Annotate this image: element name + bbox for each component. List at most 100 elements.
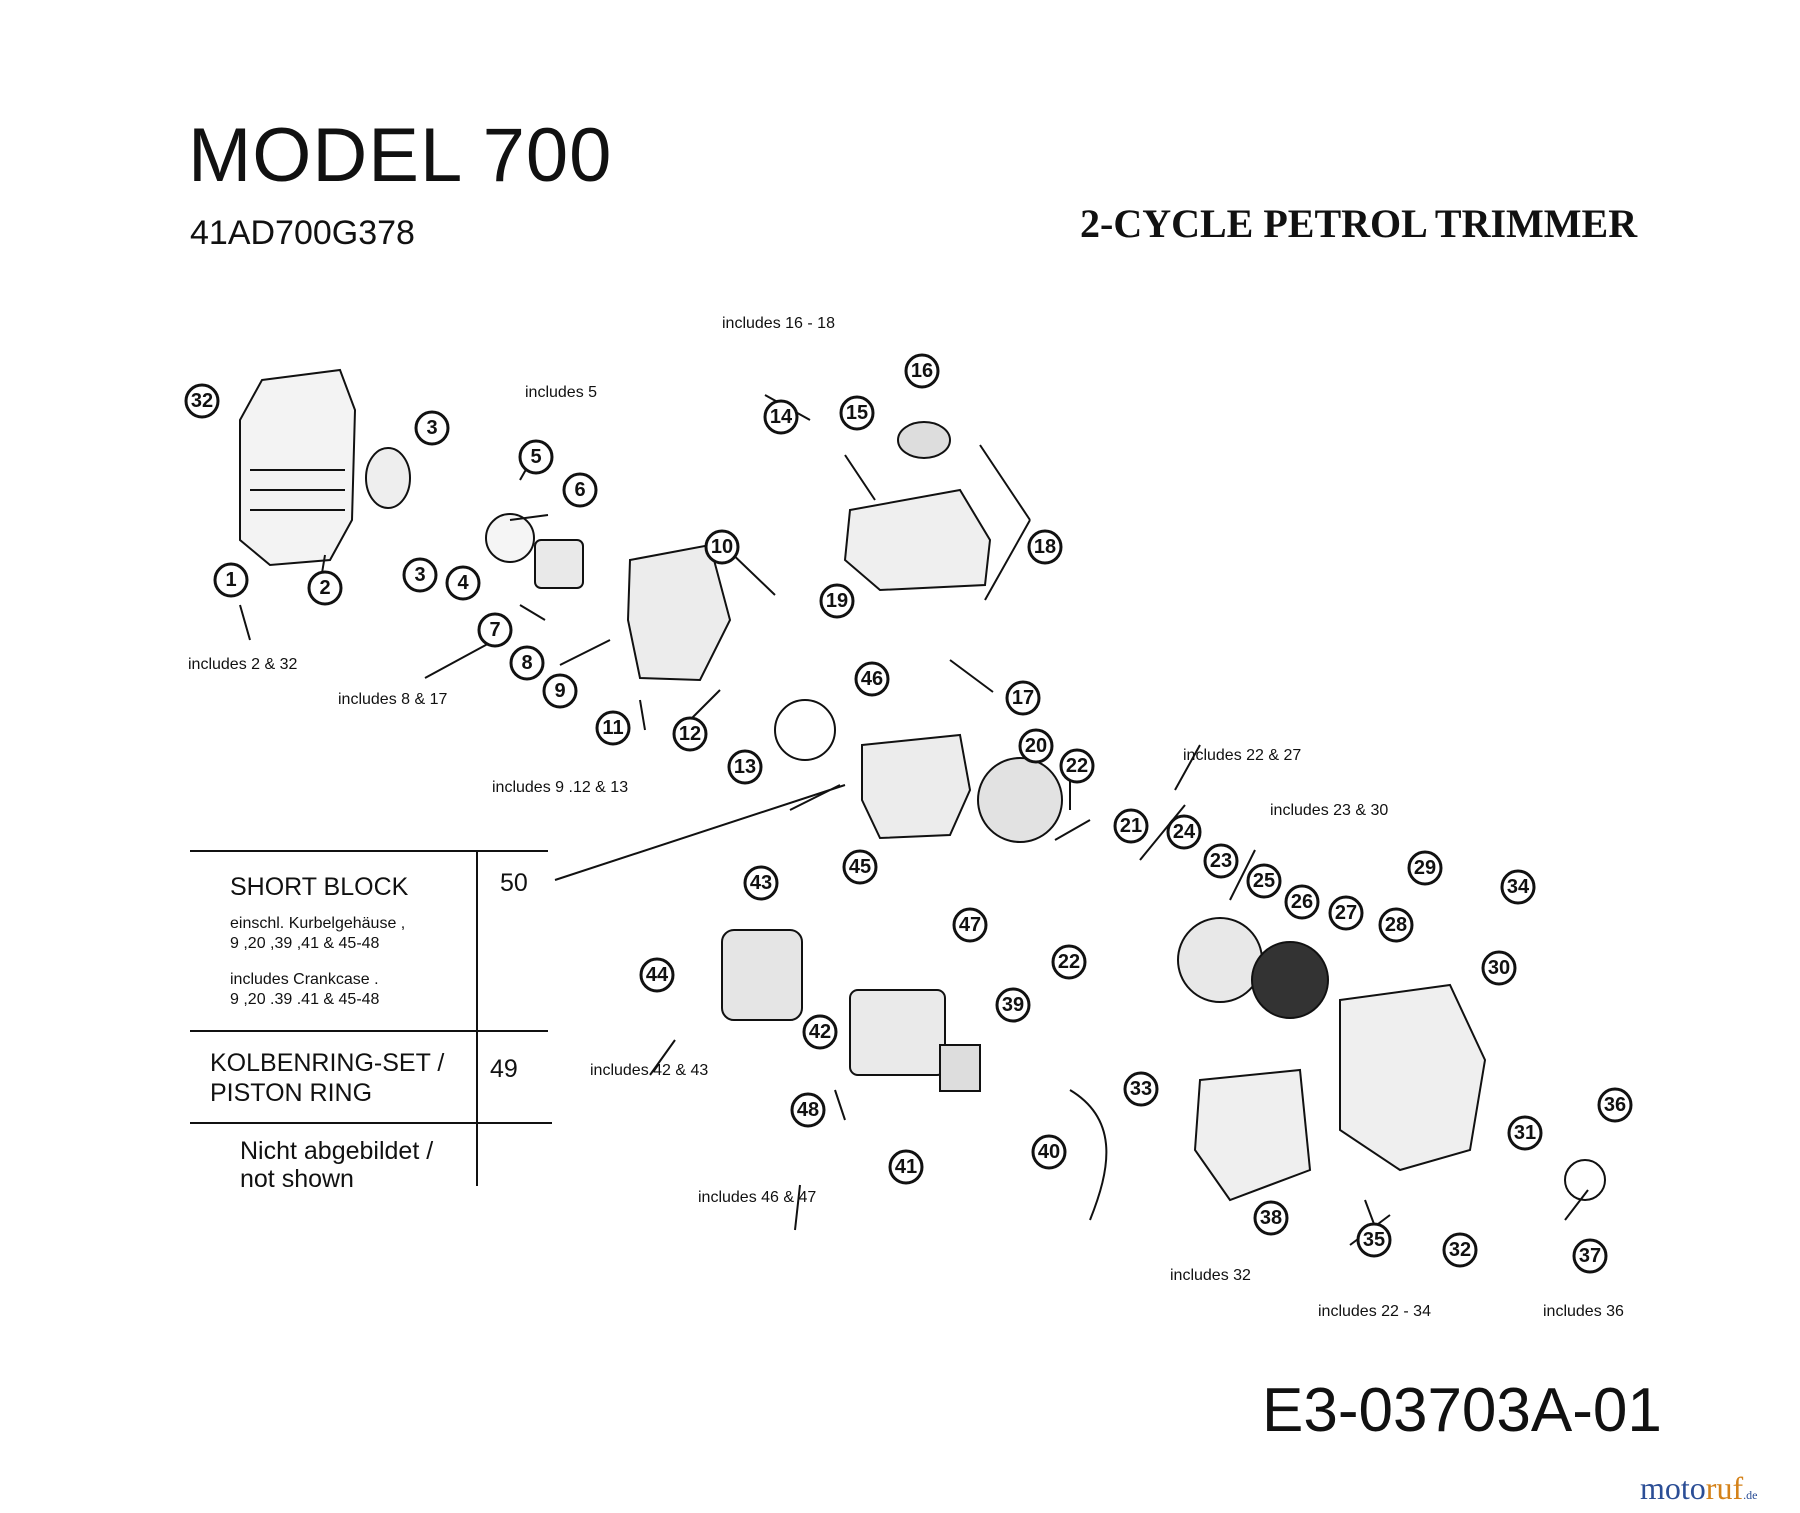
callout-36: 36	[1604, 1094, 1626, 1116]
part-cylinder-drawing	[849, 989, 946, 1076]
part-carburetor-drawing	[534, 539, 584, 589]
callout-30: 30	[1488, 957, 1510, 979]
callout-35: 35	[1363, 1229, 1385, 1251]
callout-29: 29	[1414, 857, 1436, 879]
callout-28: 28	[1385, 914, 1407, 936]
part-cover-drawing	[1193, 1068, 1312, 1202]
part-ignition-drawing	[939, 1044, 981, 1092]
callout-10: 10	[711, 536, 733, 558]
callout-22b: 22	[1058, 951, 1080, 973]
note-includes-5: includes 5	[525, 384, 597, 401]
callout-42: 42	[809, 1021, 831, 1043]
callout-41: 41	[895, 1156, 917, 1178]
callout-13: 13	[734, 756, 756, 778]
note-includes-36: includes 36	[1543, 1303, 1624, 1320]
part-spring-drawing	[1251, 941, 1329, 1019]
legend-short-block-en-2: 9 ,20 .39 .41 & 45-48	[230, 991, 380, 1008]
callout-1: 1	[225, 569, 236, 591]
part-ring-drawing	[365, 447, 411, 509]
brand-part-a: moto	[1640, 1470, 1706, 1506]
callout-9: 9	[554, 680, 565, 702]
callout-47: 47	[959, 914, 981, 936]
callout-32a: 32	[191, 390, 213, 412]
note-includes-16-18: includes 16 - 18	[722, 315, 835, 332]
callout-40: 40	[1038, 1141, 1060, 1163]
note-includes-9-12-13: includes 9 .12 & 13	[492, 779, 628, 796]
callout-16: 16	[911, 360, 933, 382]
callout-44: 44	[646, 964, 669, 986]
callout-4: 4	[457, 572, 469, 594]
part-cap-drawing	[897, 421, 951, 459]
callout-34: 34	[1507, 876, 1530, 898]
callout-23: 23	[1210, 850, 1232, 872]
part-air-filter-drawing	[626, 543, 732, 682]
callout-numbers: 1 2 3 3 4 5 6 7 8 9 10 11 12 13 14 15 16…	[191, 360, 1626, 1267]
callout-21: 21	[1120, 815, 1142, 837]
legend-piston-ring-2: PISTON RING	[210, 1079, 373, 1107]
callout-37: 37	[1579, 1245, 1601, 1267]
callout-46: 46	[861, 668, 883, 690]
callout-circles	[184, 353, 1633, 1274]
callout-15: 15	[846, 402, 868, 424]
part-crankcase-drawing	[861, 733, 972, 840]
callout-7: 7	[489, 619, 500, 641]
callout-32b: 32	[1449, 1239, 1471, 1261]
model-title: MODEL 700	[188, 113, 613, 198]
callout-27: 27	[1335, 902, 1357, 924]
callout-3a: 3	[426, 417, 437, 439]
callout-2: 2	[319, 577, 330, 599]
callout-11: 11	[602, 717, 623, 739]
callout-20: 20	[1025, 735, 1047, 757]
part-muffler-drawing	[721, 929, 803, 1021]
callout-43: 43	[750, 872, 772, 894]
callout-31: 31	[1514, 1122, 1536, 1144]
note-includes-22-34: includes 22 - 34	[1318, 1303, 1431, 1320]
part-fuel-tank-drawing	[843, 488, 992, 592]
note-includes-8-17: includes 8 & 17	[338, 691, 448, 708]
part-collar-drawing	[1564, 1159, 1606, 1201]
callout-14: 14	[770, 406, 793, 428]
brand-tld: .de	[1743, 1488, 1758, 1502]
callout-22a: 22	[1066, 755, 1088, 777]
part-starter-disk-drawing	[1177, 917, 1263, 1003]
callout-5: 5	[530, 446, 541, 468]
note-includes-32: includes 32	[1170, 1267, 1251, 1284]
callout-24: 24	[1173, 821, 1196, 843]
legend-piston-ring-1: KOLBENRING-SET /	[210, 1049, 445, 1077]
part-flywheel-drawing	[977, 757, 1063, 843]
callout-3b: 3	[414, 564, 425, 586]
callout-26: 26	[1291, 891, 1313, 913]
callout-6: 6	[574, 479, 585, 501]
callout-19: 19	[826, 590, 848, 612]
legend-short-block-de-1: einschl. Kurbelgehäuse ,	[230, 915, 406, 932]
part-housing-drawing	[239, 368, 357, 567]
legend-short-block-title: SHORT BLOCK	[230, 873, 409, 901]
note-includes-2-32: includes 2 & 32	[188, 656, 298, 673]
part-gasket-drawing	[485, 513, 535, 563]
callout-45: 45	[849, 856, 871, 878]
callout-38: 38	[1260, 1207, 1282, 1229]
callout-18: 18	[1034, 536, 1056, 558]
part-drawings	[239, 368, 1606, 1246]
note-includes-46-47: includes 46 & 47	[698, 1189, 816, 1206]
note-includes-42-43: includes 42 & 43	[590, 1062, 708, 1079]
legend-short-block-en-1: includes Crankcase .	[230, 971, 379, 988]
part-starter-housing-drawing	[1339, 983, 1487, 1172]
document-code: E3-03703A-01	[1262, 1376, 1662, 1445]
part-wire-drawing	[1069, 1089, 1108, 1221]
legend-short-block-de-2: 9 ,20 ,39 ,41 & 45-48	[230, 935, 380, 952]
callout-17: 17	[1012, 687, 1034, 709]
product-title: 2-CYCLE PETROL TRIMMER	[1080, 201, 1638, 246]
legend-not-shown-2: not shown	[240, 1165, 354, 1193]
callout-12: 12	[679, 723, 701, 745]
callout-48: 48	[797, 1099, 819, 1121]
note-includes-23-30: includes 23 & 30	[1270, 802, 1388, 819]
part-oring-drawing	[774, 699, 836, 761]
model-number: 41AD700G378	[190, 214, 415, 252]
callout-25: 25	[1253, 870, 1275, 892]
callout-39: 39	[1002, 994, 1024, 1016]
legend-not-shown-1: Nicht abgebildet /	[240, 1137, 434, 1165]
note-includes-22-27: includes 22 & 27	[1183, 747, 1301, 764]
callout-8: 8	[521, 652, 532, 674]
